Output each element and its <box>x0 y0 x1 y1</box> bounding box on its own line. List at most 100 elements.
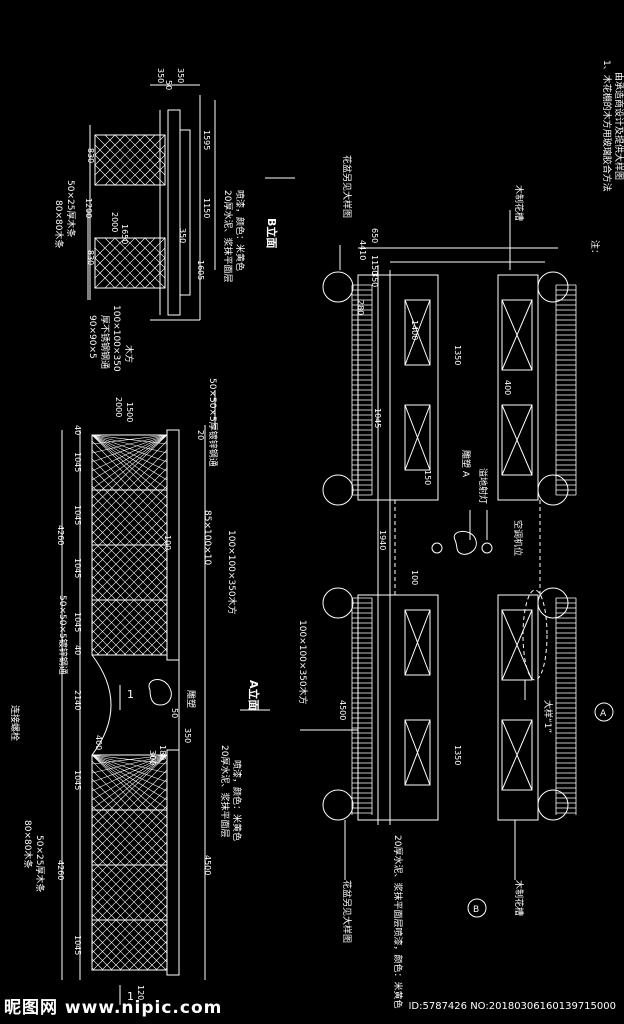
hatch-line <box>91 814 168 891</box>
b-label-8: 喷漆，颜色：米黄色 <box>234 190 246 271</box>
hatch-line <box>91 440 168 517</box>
a-label-2: 50×50×5镀锌钢通 <box>57 595 69 675</box>
hatch-line <box>91 841 168 918</box>
a-dim-s4: 350 <box>183 728 192 743</box>
plan-dim-10: 1940 <box>378 530 387 550</box>
plan-dim-6: 1350 <box>453 345 462 365</box>
hatch-line <box>96 584 168 656</box>
hatch-line <box>105 593 168 656</box>
plan-dim-4: 280 <box>356 300 365 315</box>
hatch-line <box>159 647 168 656</box>
a-label-10: 喷漆，颜色：米黄色 <box>231 760 243 841</box>
a-dim-t4: 2140 <box>73 690 82 710</box>
b-dim-w-1: 2000 <box>110 212 119 232</box>
marker-a: A <box>600 709 607 719</box>
hatch-line <box>91 512 168 589</box>
hatch-line <box>91 530 168 607</box>
b-label-4: 厚不锈钢钢通 <box>99 315 111 369</box>
b-label-2: 50×25厚木条 <box>65 180 77 237</box>
b-label-5: 100×100×350 <box>111 305 121 372</box>
hatch-line <box>91 754 168 792</box>
marker-1-top: 1 <box>127 688 134 701</box>
hatch-line <box>91 434 168 490</box>
hatch-line <box>91 485 168 562</box>
b-dim-w-3: 350 <box>178 228 187 243</box>
hatch-line <box>91 760 168 837</box>
notes-line-2: 由承造商设计及提供大样图 <box>613 72 624 180</box>
hatch-line <box>91 434 168 499</box>
b-dim-top-3: 350 <box>176 68 185 83</box>
hatch-line <box>91 458 168 535</box>
hatch-line <box>101 904 168 971</box>
b-label-7: 20厚水泥、浆抹平面层 <box>222 190 234 282</box>
plan-label-8: 20厚水泥、浆抹平面层喷漆，颜色：米黄色 <box>392 835 404 1008</box>
hatch-line <box>91 557 168 634</box>
hatch-line <box>91 931 131 971</box>
plan-dim-8: 1400 <box>410 320 419 340</box>
hatch-line <box>91 850 168 927</box>
hatch-line <box>91 754 168 819</box>
a-dim-m2: 1045 <box>73 505 82 525</box>
plan-label-5: 空调机位 <box>512 520 524 556</box>
hatch-line <box>91 958 104 971</box>
a-label-6: 80×80木条 <box>22 820 34 868</box>
hatch-line <box>91 832 168 909</box>
hatch-line <box>155 958 168 971</box>
hatch-line <box>91 629 118 656</box>
plan-dim-7: 400 <box>503 380 512 395</box>
hatch-line <box>91 593 154 656</box>
a-dim-t1: 4260 <box>56 525 65 545</box>
hatch-line <box>91 949 113 971</box>
plan-label-6: 100×100×350木方 <box>297 620 309 705</box>
b-dim-w-5: 1595 <box>202 130 211 150</box>
hatch-line <box>91 904 158 971</box>
plan-view <box>300 210 577 880</box>
hatch-line <box>91 494 168 571</box>
hatch-line <box>92 895 168 971</box>
hatch-line <box>91 769 168 846</box>
hatch-line <box>91 787 168 864</box>
plan-dim-13: 4500 <box>338 700 347 720</box>
hatch-line <box>91 859 168 936</box>
b-title: B立面 <box>265 218 279 248</box>
hatch-line <box>141 629 168 656</box>
b-dim-side-1: 830 <box>86 148 95 163</box>
hatch-line <box>91 620 127 656</box>
hatch-line <box>91 922 140 971</box>
hatch-line <box>91 539 168 616</box>
a-dim-s2: 20 <box>196 430 205 440</box>
a-elevation <box>61 390 270 980</box>
hatch-line <box>91 434 168 463</box>
plan-dim-5: 350 <box>370 272 379 287</box>
a-label-8: 雕塑 <box>185 690 197 708</box>
hatch-line <box>91 823 168 900</box>
plan-dim-9: 1045 <box>373 408 382 428</box>
hatch-line <box>128 931 168 971</box>
b-dim-w-4: 1150 <box>202 198 211 218</box>
a-dim-t3: 4500 <box>203 855 212 875</box>
b-dim-side-3: 830 <box>86 250 95 265</box>
hatch-line <box>91 434 168 481</box>
hatch-line <box>91 895 167 971</box>
hatch-line <box>146 949 168 971</box>
a-dim-m6: 1045 <box>73 770 82 790</box>
hatch-line <box>150 638 168 656</box>
hatch-line <box>91 434 168 472</box>
a-dim-s6: 400 <box>94 735 103 750</box>
a-label-7: 50×25厚木条 <box>34 835 46 892</box>
hatch-line <box>91 611 136 656</box>
b-dim-side-2: 1200 <box>84 198 93 218</box>
hatch-line <box>91 805 168 882</box>
a-dim-s1: 40 <box>73 425 82 435</box>
a-dim-s8: 300 <box>148 750 157 765</box>
plan-dim-1: 4410 <box>358 240 367 260</box>
plan-label-7: 大样“1” <box>542 700 554 733</box>
hatch-line <box>91 886 168 963</box>
b-elevation <box>87 84 295 321</box>
a-dim-t2: 4260 <box>56 860 65 880</box>
hatch-line <box>91 434 168 508</box>
hatch-line <box>132 620 168 656</box>
section-markers <box>119 685 614 1005</box>
watermark-site: 昵图网 www.nipic.com <box>4 998 223 1018</box>
